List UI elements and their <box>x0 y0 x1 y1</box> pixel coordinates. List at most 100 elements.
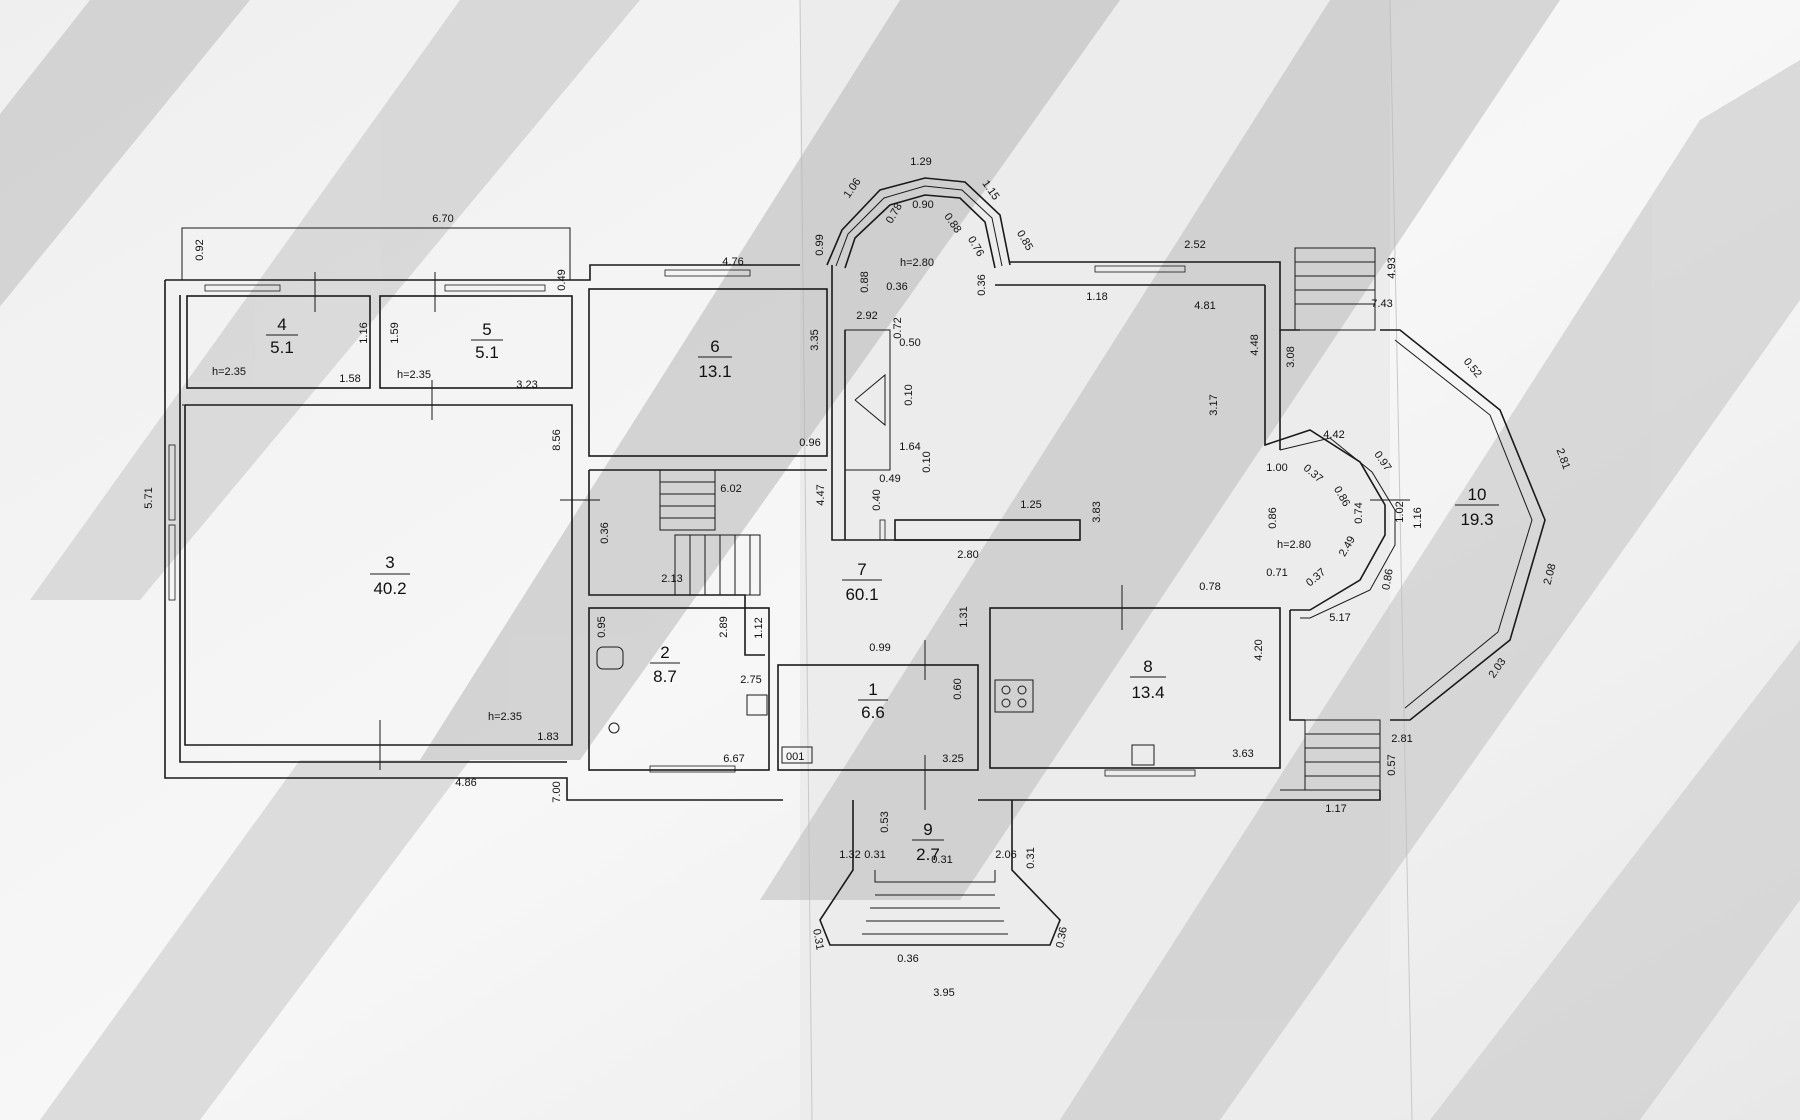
dimension-label: 2.92 <box>856 310 877 322</box>
dimension-label: 1.16 <box>358 322 370 343</box>
dimension-label: 1.16 <box>1412 507 1424 528</box>
dimension-label: 2.80 <box>957 549 978 561</box>
room-2-area: 8.7 <box>653 667 677 686</box>
dimension-label: 0.10 <box>903 384 915 405</box>
room-9-area: 2.7 <box>916 845 940 864</box>
dimension-label: 0.88 <box>859 271 871 292</box>
dimension-label: 3.63 <box>1232 748 1253 760</box>
dimension-label: 4.42 <box>1323 429 1344 441</box>
dimension-label: 4.47 <box>815 484 827 505</box>
dimension-label: 1.12 <box>753 617 765 638</box>
dimension-label: 0.36 <box>976 274 988 295</box>
dimension-label: 0.57 <box>1386 754 1398 775</box>
dimension-label: 4.86 <box>455 777 476 789</box>
dimension-label: 1.29 <box>910 156 931 168</box>
room-6-area: 13.1 <box>698 362 731 381</box>
dimension-label: 1.17 <box>1325 803 1346 815</box>
room-8-area: 13.4 <box>1131 683 1164 702</box>
dimension-label: 1.02 <box>1394 501 1406 522</box>
dimension-label: 8.56 <box>551 429 563 450</box>
dimension-label: 0.86 <box>1267 507 1279 528</box>
dimension-label: 0.78 <box>1199 581 1220 593</box>
room-1-number: 1 <box>868 680 877 699</box>
dimension-label: 2.13 <box>661 573 682 585</box>
room-5-number: 5 <box>482 320 491 339</box>
room-3-number: 3 <box>385 553 394 572</box>
room-4-area: 5.1 <box>270 338 294 357</box>
room-7-number: 7 <box>857 560 866 579</box>
dimension-label: 6.02 <box>720 483 741 495</box>
dimension-label: 1.64 <box>899 441 920 453</box>
plan-walls <box>164 177 1546 946</box>
dimension-label: 1.59 <box>389 322 401 343</box>
room-labels: 1 6.6 2 8.7 3 40.2 4 5.1 5 5.1 6 13.1 7 … <box>266 315 1499 864</box>
dimension-label: 3.83 <box>1091 501 1103 522</box>
dimension-label: 0.74 <box>1353 502 1365 523</box>
dimension-label: 0.92 <box>194 239 206 260</box>
dimension-label: 2.75 <box>740 674 761 686</box>
room-3-area: 40.2 <box>373 579 406 598</box>
dimension-label: 0.36 <box>599 522 611 543</box>
dimension-label: 0.31 <box>931 854 952 866</box>
dimension-label: 0.72 <box>892 317 904 338</box>
dimension-label: 1.58 <box>339 373 360 385</box>
dimension-label: 0.86 <box>1380 568 1396 591</box>
dimension-label: 2.89 <box>718 616 730 637</box>
dimension-label: 3.95 <box>933 987 954 999</box>
dimension-label: 1.32 <box>839 849 860 861</box>
dimension-label: 13.02 <box>0 0 14 3</box>
room-8-number: 8 <box>1143 657 1152 676</box>
dimension-label: 0.36 <box>897 953 918 965</box>
height-labels: h=2.35 h=2.35 h=2.35 h=2.80 h=2.80 <box>212 257 1311 723</box>
dimension-label: 0.99 <box>869 642 890 654</box>
dimension-label: 3.08 <box>1285 346 1297 367</box>
dimension-label: 0.49 <box>556 269 568 290</box>
dimension-label: 7.43 <box>1371 298 1392 310</box>
dimension-label: 0.99 <box>814 234 826 255</box>
dimension-label: 0.50 <box>899 337 920 349</box>
room-10-area: 19.3 <box>1460 510 1493 529</box>
dimension-label: 0.31 <box>864 849 885 861</box>
dimension-label: 6.70 <box>432 213 453 225</box>
tag-label: 001 <box>786 751 804 763</box>
dimension-label: 1.00 <box>1266 462 1287 474</box>
room-4-number: 4 <box>277 315 286 334</box>
dimension-label: 2.52 <box>1184 239 1205 251</box>
dimension-label: 1.18 <box>1086 291 1107 303</box>
room-1-area: 6.6 <box>861 703 885 722</box>
dimension-label: 2.08 <box>1542 562 1559 586</box>
room-2-number: 2 <box>660 643 669 662</box>
room-9-number: 9 <box>923 820 932 839</box>
dimension-label: 0.31 <box>810 928 826 951</box>
dimension-label: 0.36 <box>1054 926 1070 949</box>
dimension-label: 3.17 <box>1208 394 1220 415</box>
dimension-label: 4.48 <box>1249 334 1261 355</box>
height-label: h=2.80 <box>1277 539 1311 551</box>
height-label: h=2.80 <box>900 257 934 269</box>
room-10-number: 10 <box>1468 485 1487 504</box>
dimension-label: 0.96 <box>799 437 820 449</box>
dimension-label: 3.25 <box>942 753 963 765</box>
dimension-label: 1.31 <box>958 606 970 627</box>
dimension-label: 0.36 <box>886 281 907 293</box>
dimension-label: 1.25 <box>1020 499 1041 511</box>
dimension-label: 0.71 <box>1266 567 1287 579</box>
dimension-label: 0.10 <box>921 451 933 472</box>
height-label: h=2.35 <box>488 711 522 723</box>
room-7-area: 60.1 <box>845 585 878 604</box>
dimension-label: 4.93 <box>1386 257 1398 278</box>
room-5-area: 5.1 <box>475 343 499 362</box>
dimension-label: 5.17 <box>1329 612 1350 624</box>
dimension-label: 4.81 <box>1194 300 1215 312</box>
dimension-label: 3.23 <box>516 379 537 391</box>
dimension-label: 0.90 <box>912 199 933 211</box>
height-label: h=2.35 <box>212 366 246 378</box>
dimension-label: 2.06 <box>995 849 1016 861</box>
room-6-number: 6 <box>710 337 719 356</box>
dimension-label: 2.81 <box>1391 733 1412 745</box>
height-label: h=2.35 <box>397 369 431 381</box>
dimension-label: 4.76 <box>722 256 743 268</box>
